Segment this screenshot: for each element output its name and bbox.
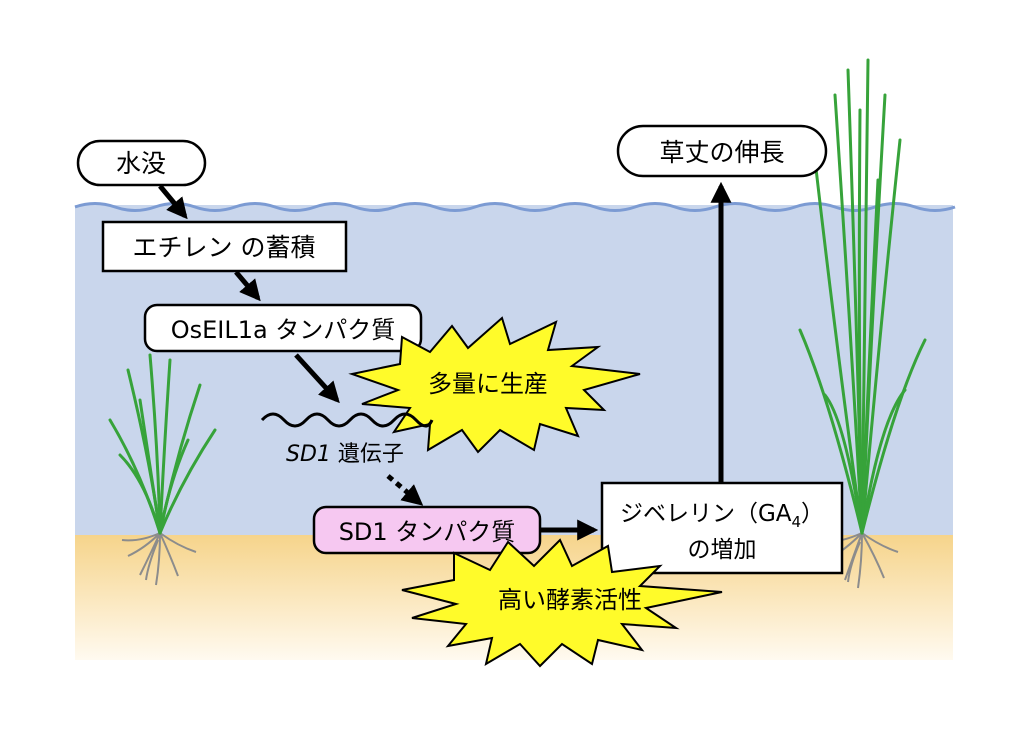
sd1-protein-label: SD1 タンパク質 [339,518,516,546]
oseil1a-label: OsEIL1a タンパク質 [171,316,396,344]
gibberellin-label-line1: ジベレリン（GA4） [620,501,824,531]
elongation-node: 草丈の伸長 [616,124,828,178]
arrow-submergence-to-ethylene [158,184,188,220]
burst-label-high-activity: 高い酵素活性 [498,586,642,614]
explosion-burst-icon: 多量に生産 [348,316,641,454]
oseil1a-node: OsEIL1a タンパク質 [143,303,423,353]
explosion-burst-icon: 高い酵素活性 [401,538,723,668]
elongation-label: 草丈の伸長 [659,138,784,167]
rice-plant-small-icon [108,353,217,586]
arrow-icon [158,181,732,541]
roots-icon [825,532,899,589]
sd1-gene-label: SD1 遺伝子 [286,442,404,467]
arrow-gene-to-sd1protein [386,474,424,506]
gibberellin-node: ジベレリン（GA4） の増加 [600,481,844,575]
water-surface-wave [74,202,956,212]
gene-wave-icon [260,412,434,428]
rice-plant-tall-icon [798,58,927,589]
burst-label-mass-production: 多量に生産 [428,370,548,398]
gibberellin-label-line2: の増加 [688,537,757,563]
submergence-label: 水没 [116,149,166,178]
roots-icon [121,532,197,586]
ethylene-label: エチレン の蓄積 [133,233,316,262]
arrow-oseil1a-to-gene [294,353,340,404]
ethylene-node: エチレン の蓄積 [101,220,348,273]
arrow-ethylene-to-oseil1a [234,270,261,302]
sd1-protein-node: SD1 タンパク質 [312,505,542,555]
submergence-node: 水没 [76,139,207,187]
